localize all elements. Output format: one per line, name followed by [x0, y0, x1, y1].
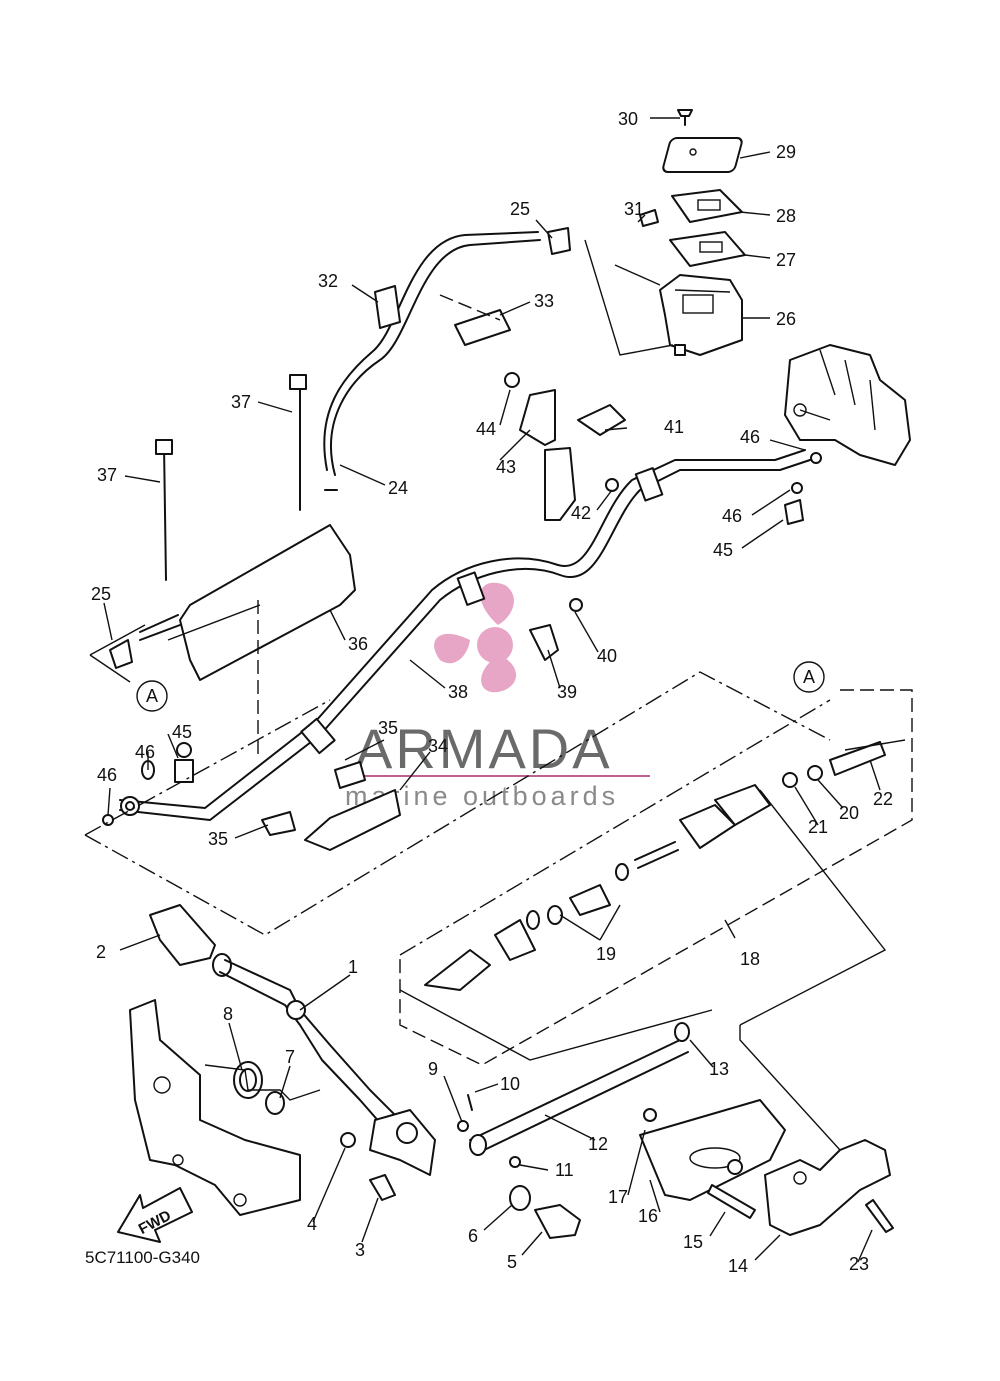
callout-21: 21	[808, 817, 828, 837]
callout-46d: 46	[97, 765, 117, 785]
callout-45b: 45	[172, 722, 192, 742]
callout-46c: 46	[135, 742, 155, 762]
callouts: 1 2 3 4 5 6 7 8 9 10 11 12 13 14 15 16 1…	[91, 109, 893, 1276]
callout-38: 38	[448, 682, 468, 702]
clamps-and-ties	[109, 227, 626, 851]
drawing-code: 5C71100-G340	[85, 1248, 200, 1267]
callout-45a: 45	[713, 540, 733, 560]
callout-32: 32	[318, 271, 338, 291]
leader-lines	[103, 117, 881, 1263]
callout-12: 12	[588, 1134, 608, 1154]
callout-46a: 46	[740, 427, 760, 447]
callout-3: 3	[355, 1240, 365, 1260]
svg-text:A: A	[803, 667, 815, 687]
callout-35a: 35	[378, 718, 398, 738]
callout-43: 43	[496, 457, 516, 477]
watermark-brand: ARMADA	[355, 717, 613, 780]
brake-caliper	[784, 344, 911, 525]
callout-22: 22	[873, 789, 893, 809]
callout-11: 11	[555, 1160, 574, 1180]
callout-14: 14	[728, 1256, 748, 1276]
reference-marker-a-right: A	[793, 661, 825, 693]
callout-33: 33	[534, 291, 554, 311]
callout-24: 24	[388, 478, 408, 498]
callout-46b: 46	[722, 506, 742, 526]
callout-39: 39	[557, 682, 577, 702]
callout-8: 8	[223, 1004, 233, 1024]
watermark-logo: ARMADA marine outboards	[345, 582, 650, 811]
callout-37a: 37	[231, 392, 251, 412]
callout-35b: 35	[208, 829, 228, 849]
callout-25a: 25	[510, 199, 530, 219]
callout-27: 27	[776, 250, 796, 270]
callout-36: 36	[348, 634, 368, 654]
callout-37b: 37	[97, 465, 117, 485]
callout-41: 41	[664, 417, 684, 437]
hoses	[102, 231, 811, 826]
grouping-lines	[84, 239, 913, 1151]
callout-29: 29	[776, 142, 796, 162]
callout-1: 1	[348, 957, 358, 977]
callout-15: 15	[683, 1232, 703, 1252]
callout-19: 19	[596, 944, 616, 964]
callout-28: 28	[776, 206, 796, 226]
callout-13: 13	[709, 1059, 729, 1079]
master-cylinder	[639, 109, 746, 356]
forward-arrow-icon: FWD	[117, 1187, 193, 1243]
svg-text:A: A	[146, 686, 158, 706]
callout-34: 34	[428, 736, 448, 756]
callout-20: 20	[839, 803, 859, 823]
callout-10: 10	[500, 1074, 520, 1094]
pedal-assembly	[129, 904, 894, 1239]
callout-2: 2	[96, 942, 106, 962]
callout-44: 44	[476, 419, 496, 439]
callout-9: 9	[428, 1059, 438, 1079]
callout-30: 30	[618, 109, 638, 129]
callout-5: 5	[507, 1252, 517, 1272]
callout-31: 31	[624, 199, 644, 219]
callout-4: 4	[307, 1214, 317, 1234]
callout-23: 23	[849, 1254, 869, 1274]
reference-marker-a-left: A	[136, 680, 168, 712]
cylinder-internals	[424, 741, 886, 991]
callout-7: 7	[285, 1047, 295, 1067]
callout-40: 40	[597, 646, 617, 666]
callout-18: 18	[740, 949, 760, 969]
callout-16: 16	[638, 1206, 658, 1226]
callout-6: 6	[468, 1226, 478, 1246]
callout-42: 42	[571, 503, 591, 523]
callout-26: 26	[776, 309, 796, 329]
callout-17: 17	[608, 1187, 628, 1207]
callout-25b: 25	[91, 584, 111, 604]
